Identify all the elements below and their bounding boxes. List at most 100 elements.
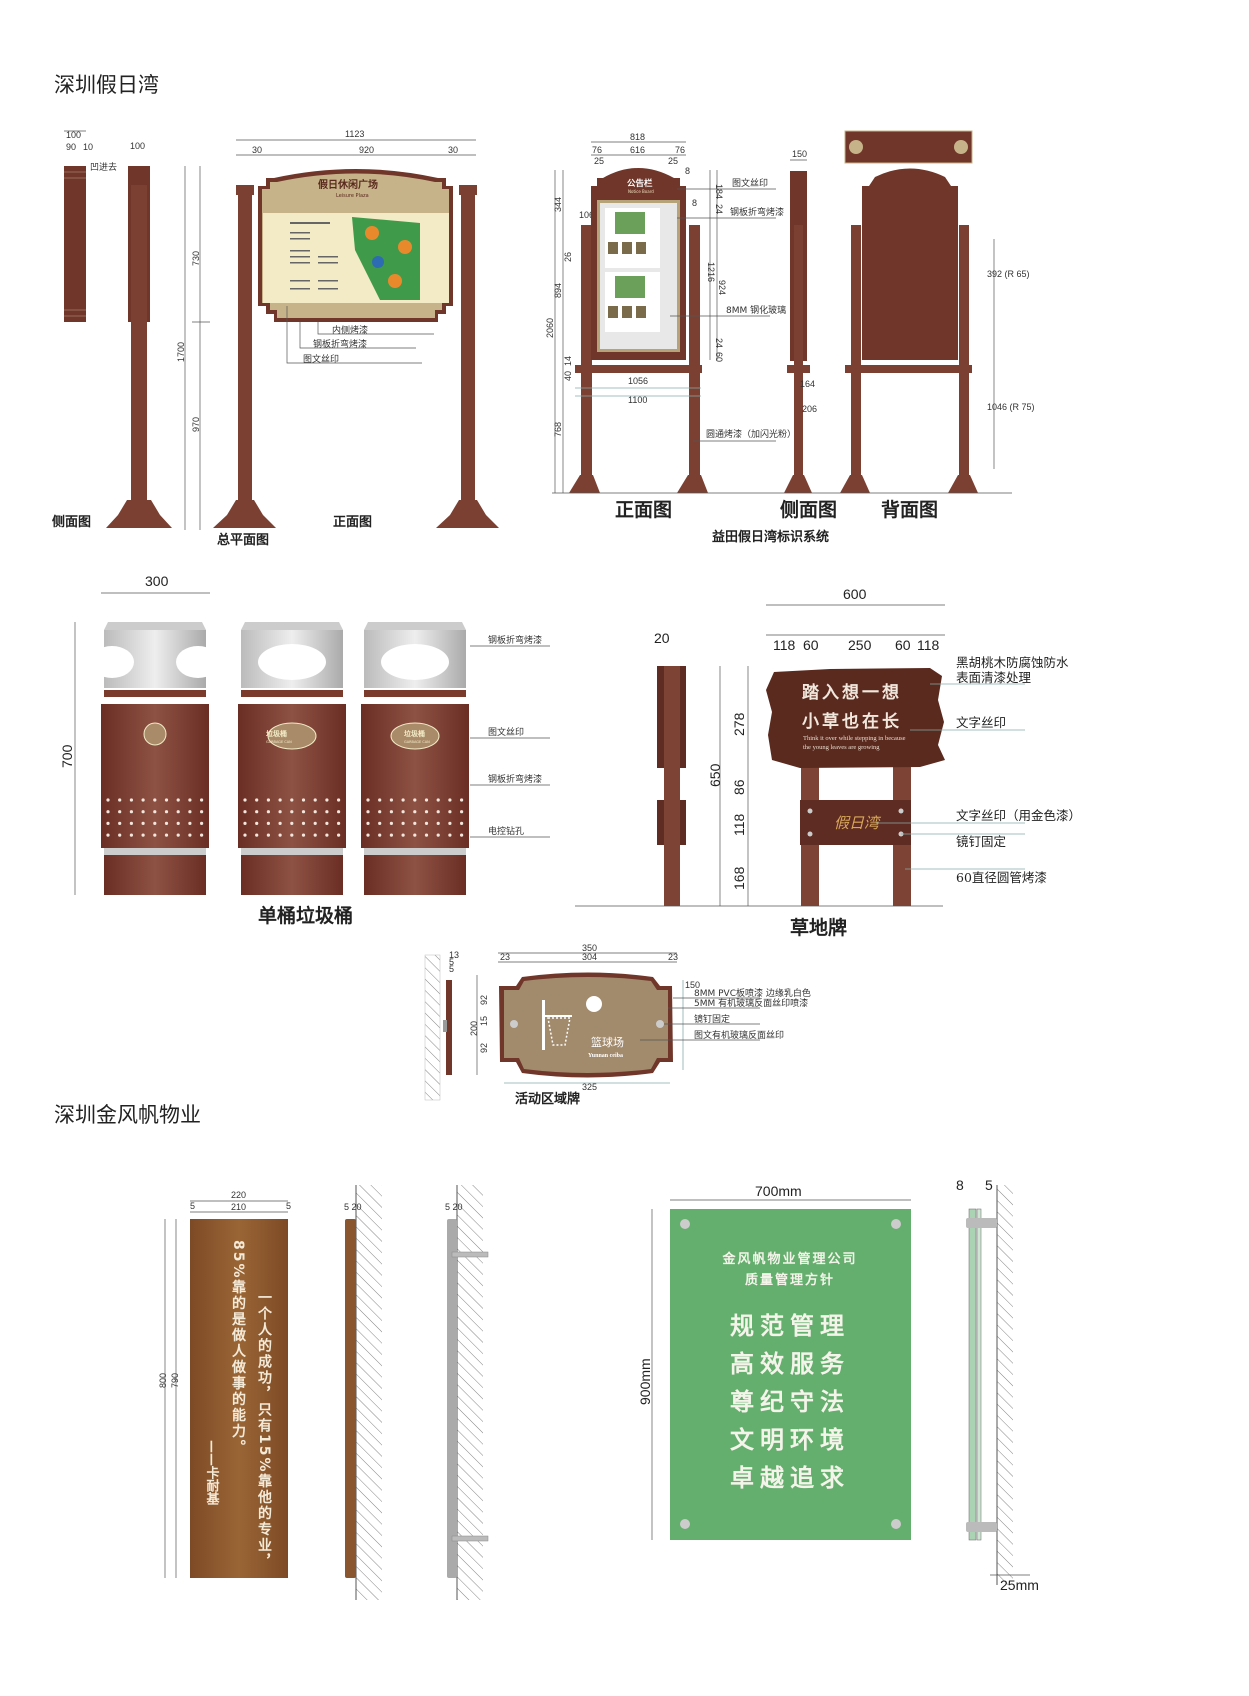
notice-back-panel: [862, 168, 958, 360]
dim-768: 768: [553, 422, 563, 437]
dim-bin-width: 300: [145, 573, 169, 589]
bin-hole: [313, 821, 317, 826]
dim-plaque-800: 800: [158, 1373, 168, 1388]
side-pole: [131, 185, 147, 505]
bin-hole: [188, 810, 192, 814]
lawn-sign-drawing: 20 650 278 86 118 168 600 118 60 250 60 …: [575, 586, 1081, 939]
view-label-notice-back: 背面图: [881, 498, 938, 521]
lawn-side-post: [664, 666, 680, 906]
lawn-logo-plank: [800, 800, 911, 845]
bin-opening: [258, 644, 326, 680]
site-map: [352, 217, 420, 300]
bin-hole: [301, 821, 306, 826]
bin-hole: [243, 798, 247, 802]
callout-bin-steel-body: 钢板折弯烤漆: [488, 773, 542, 785]
bin-hole: [337, 821, 341, 826]
bin3-label: 垃圾桶: [404, 729, 425, 738]
bin-hole: [118, 798, 122, 802]
callout-act-print: 图文有机玻璃反面丝印: [694, 1029, 784, 1041]
callout-steel-bend-paint: 钢板折弯烤漆: [313, 338, 367, 350]
bin-hole: [243, 821, 247, 826]
bin-hole: [378, 833, 382, 837]
bin-hole: [424, 821, 429, 826]
policy-board: [670, 1209, 911, 1540]
dim-margin-left: 30: [252, 145, 262, 155]
dim-policy-width: 700mm: [755, 1183, 802, 1199]
bin3-label-en: GARBAGE CAN: [404, 740, 430, 744]
lawn-wood-board: [766, 668, 945, 768]
bin-hole: [401, 810, 405, 814]
bin-hole: [389, 798, 393, 802]
dim-plaque-5a: 5: [190, 1201, 195, 1211]
policy-line-4: 文明环境: [730, 1426, 850, 1454]
dim-76-right: 76: [675, 145, 685, 155]
bin-hole: [141, 821, 145, 826]
notice-board-subtitle: Notice Board: [628, 189, 654, 194]
bin-hole: [164, 833, 169, 837]
dim-plaque-210: 210: [231, 1202, 246, 1212]
callout-notice-silkscreen: 图文丝印: [732, 177, 768, 189]
notice-top-plan: [844, 130, 973, 164]
dim-924: 924: [717, 280, 727, 295]
trash-bin-drawing: 300 700 钢板折弯烤漆 图文丝印 钢板折弯烤漆 电控钻孔 单桶垃圾桶 垃圾…: [59, 573, 550, 927]
bin-hole: [129, 821, 133, 826]
callout-bin-silkscreen: 图文丝印: [488, 726, 524, 738]
bin-hole: [176, 821, 180, 826]
bin-hole: [266, 821, 270, 826]
quote-right-column: 一个人的成功，只有15%靠他的专业，: [256, 1290, 273, 1570]
bin-hole: [313, 798, 317, 802]
bin-hole: [290, 810, 294, 814]
dim-lawn-w2: 60: [803, 637, 819, 653]
dim-plaque-side2: 5 20: [445, 1202, 463, 1212]
activity-name: 篮球场: [591, 1035, 624, 1049]
dim-plaque-220: 220: [231, 1190, 246, 1200]
bin-hole: [378, 798, 382, 802]
callout-act-pvc: 8MM PVC板喷漆 边缘乳白色: [694, 987, 811, 999]
bin-hole: [337, 798, 341, 802]
bin-hole: [448, 833, 452, 837]
bin-hole: [301, 833, 306, 837]
side-plate: [64, 166, 86, 322]
dim-894: 894: [553, 283, 563, 298]
activity-sign-drawing: 13 5 5 200 92 15 92 350 23 304 23 篮球场 Yu…: [424, 943, 811, 1107]
bin-hole: [255, 810, 259, 814]
bin-opening: [90, 646, 134, 678]
bin-hole: [255, 833, 259, 837]
bin-hole: [176, 833, 180, 837]
bin-hole: [290, 833, 294, 837]
callout-tube-60: 60直径圆管烤漆: [956, 870, 1047, 885]
bin-hole: [164, 821, 169, 826]
bin-hole: [164, 810, 169, 814]
bin-hole: [118, 833, 122, 837]
dim-lawn-w5: 118: [917, 637, 940, 653]
dim-act-23b: 23: [668, 952, 678, 962]
plaque-side-view: [345, 1219, 356, 1578]
dim-act-325: 325: [582, 1082, 597, 1092]
dim-lawn-w3: 250: [848, 637, 872, 653]
bin-base: [104, 855, 206, 895]
litter-icon: [143, 722, 167, 746]
dim-act-350: 350: [582, 943, 597, 953]
bin-hole: [413, 821, 417, 826]
bin2-label: 垃圾桶: [266, 729, 287, 738]
activity-caption: 活动区域牌: [515, 1091, 580, 1107]
bin-hole: [337, 810, 341, 814]
policy-company: 金风帆物业管理公司: [721, 1251, 857, 1267]
bin-hole: [200, 821, 204, 826]
dim-8-top: 8: [685, 166, 690, 176]
bin-hole: [424, 833, 429, 837]
bin-hole: [389, 810, 393, 814]
quote-left-column: 85%靠的是做人做事的能力。: [230, 1240, 247, 1456]
callout-bin-drilled: 电控钻孔: [488, 825, 524, 837]
quote-plaque: [190, 1219, 288, 1578]
dim-lawn-height: 650: [707, 763, 723, 787]
bin-band: [364, 690, 466, 697]
dim-policy-glass: 8: [956, 1177, 964, 1193]
section-title-jinfengfan: 深圳金风帆物业: [54, 1103, 201, 1127]
quote-plaque-drawing: 220 210 5 5 800 790 一个人的成功，只有15%靠他的专业， 8…: [158, 1185, 489, 1600]
callout-tempered-glass: 8MM 钢化玻璃: [726, 304, 786, 316]
callout-mirror-nails: 镜钉固定: [956, 834, 1006, 849]
bin-lid: [364, 622, 466, 630]
bin-hole: [448, 810, 452, 814]
bin-hole: [436, 810, 440, 814]
